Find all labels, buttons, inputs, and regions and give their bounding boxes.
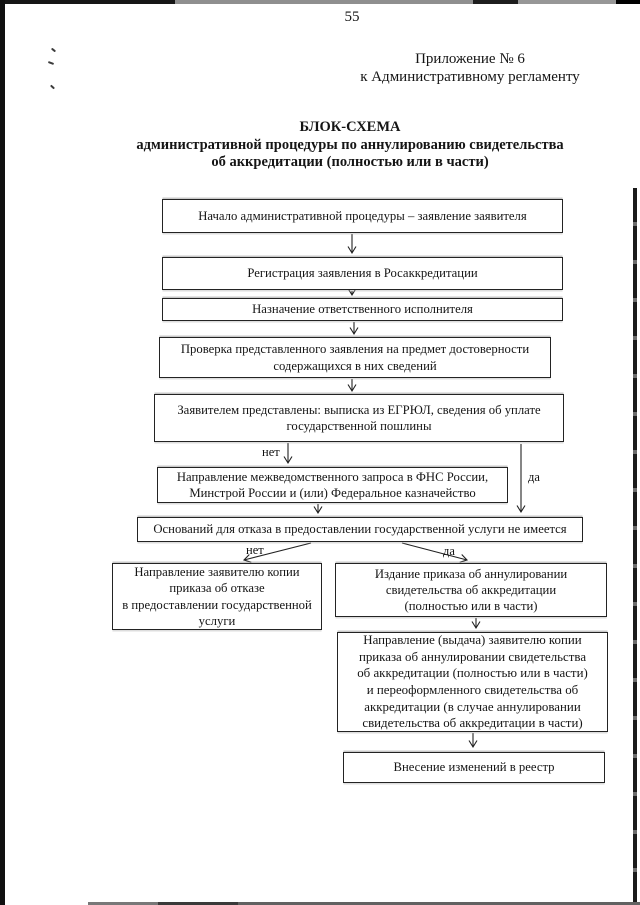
flow-box-text: приказа об аннулировании свидетельства [358,649,587,664]
flow-box-interagency-request: Направление межведомственного запроса в … [157,467,508,503]
scan-edge-bottom [88,902,640,905]
flow-box-text: Оснований для отказа в предоставлении го… [153,522,567,537]
annex-line: Приложение № 6 [415,51,525,67]
scan-edge-right [633,188,637,905]
edge-label-no: нет [246,543,264,557]
flow-box-assign: Назначение ответственного исполнителя [162,298,563,321]
flow-box-refusal-copy: Направление заявителю копии приказа об о… [112,563,322,630]
scan-speck [50,47,57,53]
flow-box-text: Внесение изменений в реестр [393,760,555,775]
flow-box-text: государственной пошлины [286,419,432,433]
flow-box-register: Регистрация заявления в Росаккредитации [162,257,563,290]
scan-speck [49,84,56,90]
flow-box-text: услуги [198,613,236,628]
title-line: БЛОК-СХЕМА [299,119,401,135]
flow-box-text: свидетельства об аккредитации [385,582,557,597]
page-number: 55 [344,9,360,25]
flow-box-text: Издание приказа об аннулировании [374,566,568,581]
flow-box-text: Направление межведомственного запроса в … [176,469,489,484]
flow-box-text: содержащихся в них сведений [273,358,437,373]
flow-box-issue-order: Издание приказа об аннулировании свидете… [335,563,607,617]
flow-box-text: Направление (выдача) заявителю копии [363,633,582,648]
flow-box-text: Минстрой России и (или) Федеральное казн… [189,486,476,500]
flow-box-text: в предоставлении государственной [122,597,312,612]
flow-box-text: Направление заявителю копии [134,565,300,579]
flow-box-text: Начало административной процедуры – заяв… [198,208,527,223]
flow-box-start: Начало административной процедуры – заяв… [162,199,563,233]
flow-box-registry-update: Внесение изменений в реестр [343,752,605,783]
flow-box-text: приказа об отказе [169,581,265,596]
document-title: БЛОК-СХЕМА административной процедуры по… [70,119,630,172]
flow-box-text: Регистрация заявления в Росаккредитации [247,266,478,281]
title-line: административной процедуры по аннулирова… [136,136,564,153]
edge-label-yes: да [528,470,540,484]
scan-speck [47,61,55,65]
flow-box-verify: Проверка представленного заявления на пр… [159,337,551,378]
flow-box-text: свидетельства об аккредитации в части) [362,716,583,731]
flow-box-submitted: Заявителем представлены: выписка из ЕГРЮ… [154,394,564,442]
flow-box-text: Проверка представленного заявления на пр… [180,342,530,357]
flow-box-send-order-copy: Направление (выдача) заявителю копии при… [337,632,608,732]
flow-box-text: и переоформленного свидетельства об [366,683,579,697]
flow-box-no-grounds: Оснований для отказа в предоставлении го… [137,517,583,542]
scan-edge-left [0,0,5,905]
flow-box-text: об аккредитации (полностью или в части) [357,666,588,681]
arrow-grounds-yes [401,542,469,563]
flow-box-text: (полностью или в части) [404,599,538,614]
flow-box-text: Назначение ответственного исполнителя [252,302,473,317]
annex-line: к Административному регламенту [360,69,580,85]
annex-reference: Приложение № 6 к Административному регла… [340,50,600,86]
title-line: об аккредитации (полностью или в части) [211,154,489,171]
scan-edge-top [0,0,640,4]
flow-box-text: аккредитации (в случае аннулировании [364,699,581,714]
edge-label-yes: да [443,544,455,558]
edge-label-no: нет [262,445,280,459]
flow-box-text: Заявителем представлены: выписка из ЕГРЮ… [177,402,541,417]
